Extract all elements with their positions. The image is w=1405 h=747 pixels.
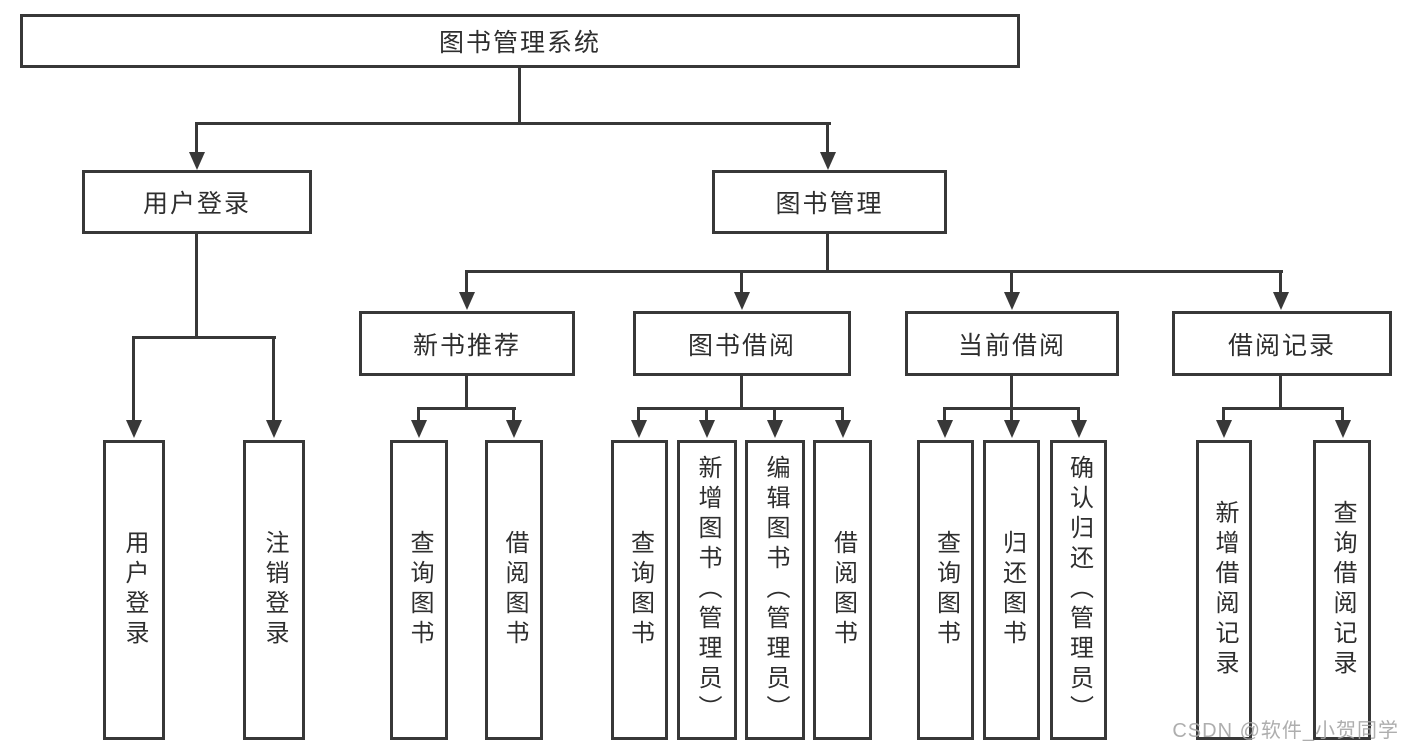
connector-book-bar — [465, 270, 1283, 273]
connector-drop-rec-query — [417, 407, 420, 422]
leaf-return-books: 归还图书 — [983, 440, 1040, 740]
connector-drop-cur-query — [943, 407, 946, 422]
leaf-confirm-return-admin-label: 确认归还（管理员） — [1065, 455, 1093, 725]
leaf-add-borrow-record: 新增借阅记录 — [1196, 440, 1252, 740]
watermark-text: CSDN @软件_小贺同学 — [1172, 720, 1399, 742]
arrow-recd-query — [1335, 420, 1351, 438]
node-new-book-recommend: 新书推荐 — [359, 311, 575, 376]
connector-drop-bor-query — [637, 407, 640, 422]
arrow-rec-borrow — [506, 420, 522, 438]
leaf-user-login-label: 用户登录 — [121, 530, 148, 650]
arrow-cur-return — [1004, 420, 1020, 438]
arrow-current — [1004, 292, 1020, 310]
arrow-leaf-user-login — [126, 420, 142, 438]
connector-records-bar — [1222, 407, 1344, 410]
connector-drop-cur-confirm — [1077, 407, 1080, 422]
leaf-query-borrow-record-label: 查询借阅记录 — [1329, 500, 1356, 680]
connector-drop-book-mgmt — [826, 122, 829, 154]
connector-drop-records — [1279, 270, 1282, 294]
connector-drop-recd-add — [1222, 407, 1225, 422]
connector-current-stem — [1010, 376, 1013, 410]
leaf-logout-label: 注销登录 — [261, 530, 288, 650]
connector-borrow-bar — [637, 407, 844, 410]
leaf-borrow-query-books-label: 查询图书 — [626, 530, 654, 650]
node-user-login-label: 用户登录 — [142, 190, 251, 218]
connector-user-stem — [195, 234, 198, 339]
arrow-cur-confirm — [1071, 420, 1087, 438]
arrow-leaf-logout — [266, 420, 282, 438]
arrow-bor-query — [631, 420, 647, 438]
leaf-add-borrow-record-label: 新增借阅记录 — [1211, 500, 1238, 680]
arrow-user-login — [189, 152, 205, 170]
arrow-cur-query — [937, 420, 953, 438]
arrow-records — [1273, 292, 1289, 310]
leaf-edit-books-admin: 编辑图书（管理员） — [745, 440, 805, 740]
node-borrow-records: 借阅记录 — [1172, 311, 1392, 376]
node-current-borrow: 当前借阅 — [905, 311, 1119, 376]
connector-drop-leaf-user-login — [132, 336, 135, 422]
arrow-bor-borrow — [835, 420, 851, 438]
node-book-management: 图书管理 — [712, 170, 947, 234]
node-current-borrow-label: 当前借阅 — [957, 331, 1066, 360]
node-new-book-recommend-label: 新书推荐 — [412, 331, 521, 360]
leaf-recommend-query-books: 查询图书 — [390, 440, 448, 740]
leaf-borrow-borrow-books: 借阅图书 — [813, 440, 872, 740]
node-book-management-label: 图书管理 — [775, 190, 884, 218]
connector-drop-cur-return — [1010, 407, 1013, 422]
leaf-current-query-books: 查询图书 — [917, 440, 974, 740]
leaf-add-books-admin-label: 新增图书（管理员） — [694, 455, 721, 725]
connector-drop-recommend — [465, 270, 468, 294]
leaf-add-books-admin: 新增图书（管理员） — [677, 440, 737, 740]
connector-records-stem — [1279, 376, 1282, 410]
node-root-label: 图书管理系统 — [438, 29, 601, 57]
leaf-logout: 注销登录 — [243, 440, 305, 740]
arrow-borrow — [734, 292, 750, 310]
connector-recommend-stem — [465, 376, 468, 410]
leaf-current-query-books-label: 查询图书 — [932, 530, 960, 650]
leaf-borrow-borrow-books-label: 借阅图书 — [829, 530, 857, 650]
connector-drop-bor-edit — [773, 407, 776, 422]
connector-drop-bor-borrow — [841, 407, 844, 422]
connector-root-bar — [195, 122, 831, 125]
connector-drop-bor-add — [705, 407, 708, 422]
arrow-bor-add — [699, 420, 715, 438]
arrow-book-mgmt — [820, 152, 836, 170]
leaf-borrow-query-books: 查询图书 — [611, 440, 668, 740]
connector-book-stem — [826, 234, 829, 273]
connector-user-bar — [132, 336, 276, 339]
arrow-recommend — [459, 292, 475, 310]
node-borrow-records-label: 借阅记录 — [1227, 331, 1336, 360]
leaf-confirm-return-admin: 确认归还（管理员） — [1050, 440, 1107, 740]
connector-drop-borrow — [740, 270, 743, 294]
connector-root-stem — [518, 68, 521, 125]
leaf-query-borrow-record: 查询借阅记录 — [1313, 440, 1371, 740]
connector-drop-current — [1010, 270, 1013, 294]
arrow-rec-query — [411, 420, 427, 438]
arrow-bor-edit — [767, 420, 783, 438]
connector-drop-user-login — [195, 122, 198, 154]
connector-borrow-stem — [740, 376, 743, 410]
leaf-edit-books-admin-label: 编辑图书（管理员） — [762, 455, 789, 725]
node-book-borrow: 图书借阅 — [633, 311, 851, 376]
leaf-return-books-label: 归还图书 — [998, 530, 1026, 650]
leaf-recommend-borrow-books: 借阅图书 — [485, 440, 543, 740]
leaf-recommend-query-books-label: 查询图书 — [406, 530, 433, 650]
node-root: 图书管理系统 — [20, 14, 1020, 68]
leaf-user-login: 用户登录 — [103, 440, 165, 740]
leaf-recommend-borrow-books-label: 借阅图书 — [501, 530, 528, 650]
connector-drop-recd-query — [1341, 407, 1344, 422]
arrow-recd-add — [1216, 420, 1232, 438]
node-book-borrow-label: 图书借阅 — [687, 331, 796, 360]
node-user-login: 用户登录 — [82, 170, 312, 234]
connector-drop-rec-borrow — [512, 407, 515, 422]
connector-drop-leaf-logout — [272, 336, 275, 422]
connector-recommend-bar — [417, 407, 516, 410]
